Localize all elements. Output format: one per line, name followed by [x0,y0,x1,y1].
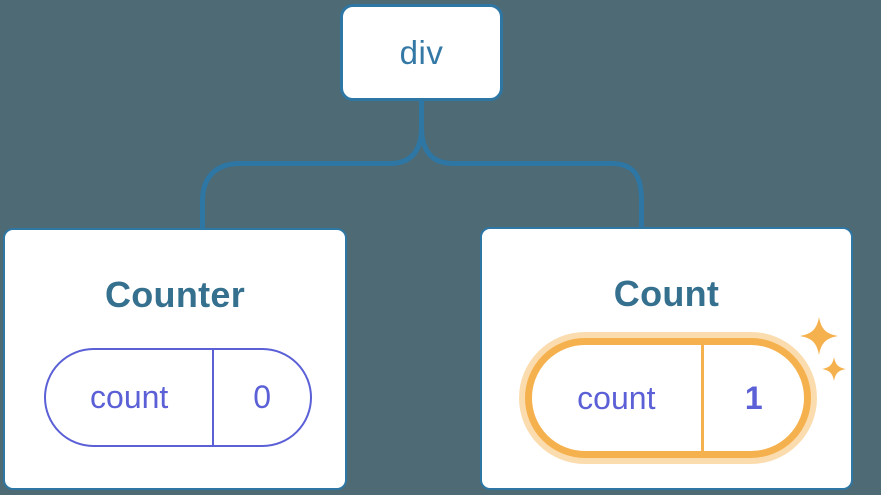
state-value: 0 [253,379,272,415]
sparkle-icon [822,357,846,381]
connector-right-branch [419,100,644,230]
state-key-label: count [90,379,169,415]
state-pill-highlighted: count 1 [525,338,811,458]
state-value: 1 [744,379,763,416]
tree-node-div: div [340,4,503,101]
component-title: Count [613,273,720,314]
state-key-label: count [577,379,656,416]
state-pill-divider [212,350,215,445]
sparkle-icon [800,317,838,355]
state-pill: count 0 [44,348,312,447]
state-pill-divider [700,345,704,451]
state-pill-highlight-glow: count 1 [519,332,817,464]
component-title: Counter [104,274,246,315]
component-card-count: Count count 1 [480,227,853,490]
tree-node-div-label: div [399,33,444,71]
component-card-counter: Counter count 0 [3,228,347,490]
connector-left-branch [200,100,424,230]
